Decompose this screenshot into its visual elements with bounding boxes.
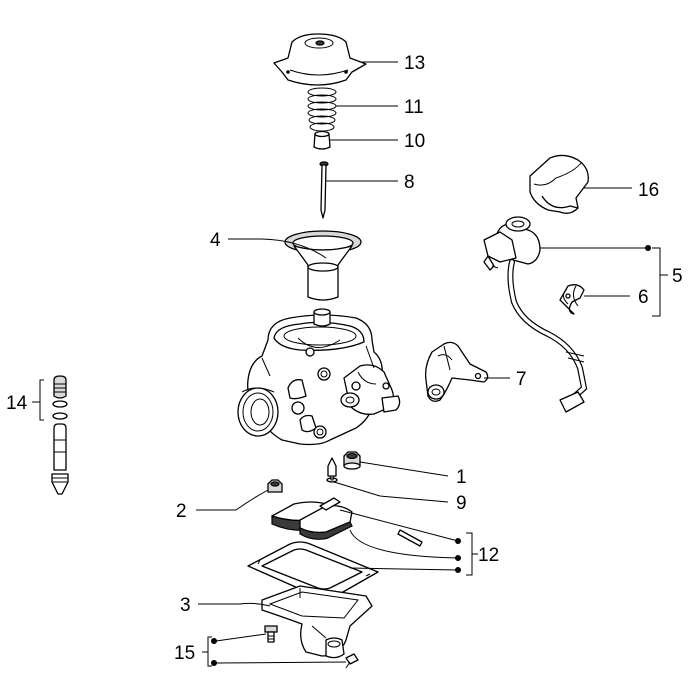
part-10-retainer bbox=[313, 130, 331, 150]
callout-3: 3 bbox=[180, 595, 191, 616]
callout-10: 10 bbox=[404, 131, 425, 152]
part-4-diaphragm bbox=[284, 230, 362, 301]
carburetor-body bbox=[237, 308, 401, 446]
part-5-choke bbox=[483, 216, 588, 413]
callout-2: 2 bbox=[176, 501, 187, 522]
callout-9: 9 bbox=[456, 493, 467, 514]
leader-lines bbox=[32, 61, 668, 667]
part-11-spring bbox=[307, 87, 337, 132]
callout-6: 6 bbox=[638, 287, 649, 308]
callout-1: 1 bbox=[456, 467, 467, 488]
callout-7: 7 bbox=[516, 369, 527, 390]
callout-11: 11 bbox=[404, 97, 424, 118]
part-16-cap bbox=[529, 154, 589, 214]
callout-16: 16 bbox=[638, 180, 659, 201]
callout-15: 15 bbox=[174, 643, 195, 664]
callout-4: 4 bbox=[210, 230, 221, 251]
part-1-jet bbox=[343, 451, 361, 470]
part-6-clip bbox=[559, 284, 585, 315]
callout-12: 12 bbox=[478, 545, 499, 566]
part-8-needle bbox=[319, 161, 329, 219]
part-7-cover bbox=[424, 341, 489, 402]
part-2-pilot-jet bbox=[267, 479, 283, 493]
part-3-bowl bbox=[261, 585, 373, 659]
callout-14: 14 bbox=[6, 393, 28, 414]
part-9-float-needle bbox=[326, 457, 338, 483]
callout-13: 13 bbox=[404, 53, 425, 74]
part-13-cover bbox=[273, 33, 367, 86]
part-14-screw-set bbox=[51, 375, 69, 495]
callout-5: 5 bbox=[672, 266, 683, 287]
callout-8: 8 bbox=[404, 172, 415, 193]
part-12-float-kit bbox=[247, 497, 423, 599]
part-15-screws bbox=[264, 625, 359, 669]
